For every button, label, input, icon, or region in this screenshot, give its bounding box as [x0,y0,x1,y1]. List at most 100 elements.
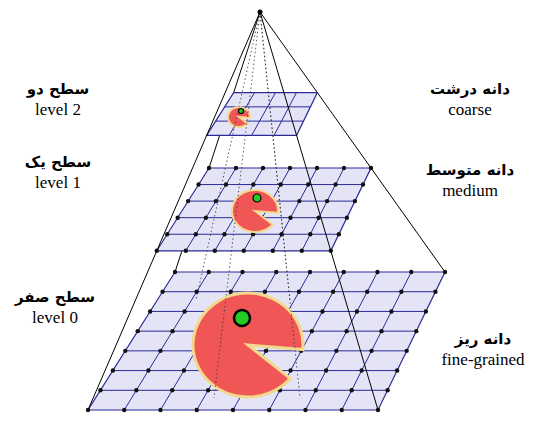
grid-node [365,290,369,294]
grid-line [274,93,296,136]
grid-node [207,270,211,274]
grid-node [234,166,238,170]
grid-node [331,290,335,294]
dotted-line [196,12,260,300]
grid-node [194,232,198,236]
grid-node [334,349,338,353]
grid-node [148,309,152,313]
english-label: level 2 [35,100,81,120]
grid-node [443,270,447,274]
grid-node [182,309,186,313]
grid-node [320,309,324,313]
grid-node [146,368,150,372]
english-label: level 1 [35,173,81,193]
persian-label: دانه ریز [455,330,511,348]
grid-node [353,199,357,203]
grid-node [340,408,344,412]
pyramid-edge [260,12,378,410]
grid-node [123,349,127,353]
grid-line [186,168,236,251]
pyramid-edge [88,12,260,410]
pyramid-front-edges [88,10,378,411]
grid-node [345,215,349,219]
grid-node [288,368,292,372]
grid-node [349,388,353,392]
persian-label: سطح صفر [15,288,95,306]
grid-node [231,408,235,412]
grid-node [158,408,162,412]
grid-node [264,349,268,353]
pacman-shape [232,190,278,232]
grid-node [414,329,418,333]
grid-plane [88,272,445,410]
persian-label: دانه درشت [430,80,510,98]
grid-node [98,388,102,392]
grid-node [224,182,228,186]
grid-node [242,249,246,253]
grid-node [399,290,403,294]
grid-node [308,232,312,236]
grid-node [213,249,217,253]
grid-node [379,329,383,333]
grid-node [325,199,329,203]
grid-node [184,249,188,253]
grid-node [261,166,265,170]
grid-node [186,199,190,203]
grid-node [251,182,255,186]
pacman-shape [193,293,303,397]
grid-node [359,368,363,372]
grid-node [229,290,233,294]
level-0-pacman [193,293,303,397]
grid-node [361,182,365,186]
grid-node [355,309,359,313]
grid-node [263,290,267,294]
grid-node [288,215,292,219]
grid-node [288,166,292,170]
grid-node [342,270,346,274]
grid-node [342,166,346,170]
level-2-grid [207,93,318,136]
grid-node [300,249,304,253]
grid-node [308,270,312,274]
grid-node [158,349,162,353]
grid-node [206,388,210,392]
grid-node [303,408,307,412]
grid-node [333,182,337,186]
grid-node [214,199,218,203]
dotted-lines [196,12,300,398]
grid-node [297,290,301,294]
persian-label: سطح دو [27,80,89,98]
dotted-line [214,12,260,398]
grid-line [306,272,378,410]
grid-node [160,290,164,294]
grid-node [306,182,310,186]
grid-node [297,199,301,203]
english-label: level 0 [32,308,78,328]
grid-node [111,368,115,372]
grid-node [385,388,389,392]
grid-node [369,166,373,170]
grid-node [170,329,174,333]
grid-node [314,388,318,392]
grid-node [389,309,393,313]
grid-node [136,329,140,333]
grid-node [271,249,275,253]
english-label: medium [442,181,498,201]
grid-node [204,215,208,219]
green-point [253,194,261,202]
grid-node [134,388,138,392]
grid-node [165,232,169,236]
dotted-line [260,12,300,398]
grid-node [395,368,399,372]
english-label: coarse [448,100,491,120]
green-point [239,109,244,114]
grid-node [315,166,319,170]
grid-node [310,329,314,333]
grid-line [302,168,344,251]
grid-node [424,309,428,313]
grid-node [173,270,177,274]
grid-node [122,408,126,412]
grid-node [405,349,409,353]
grid-plane [157,168,371,251]
